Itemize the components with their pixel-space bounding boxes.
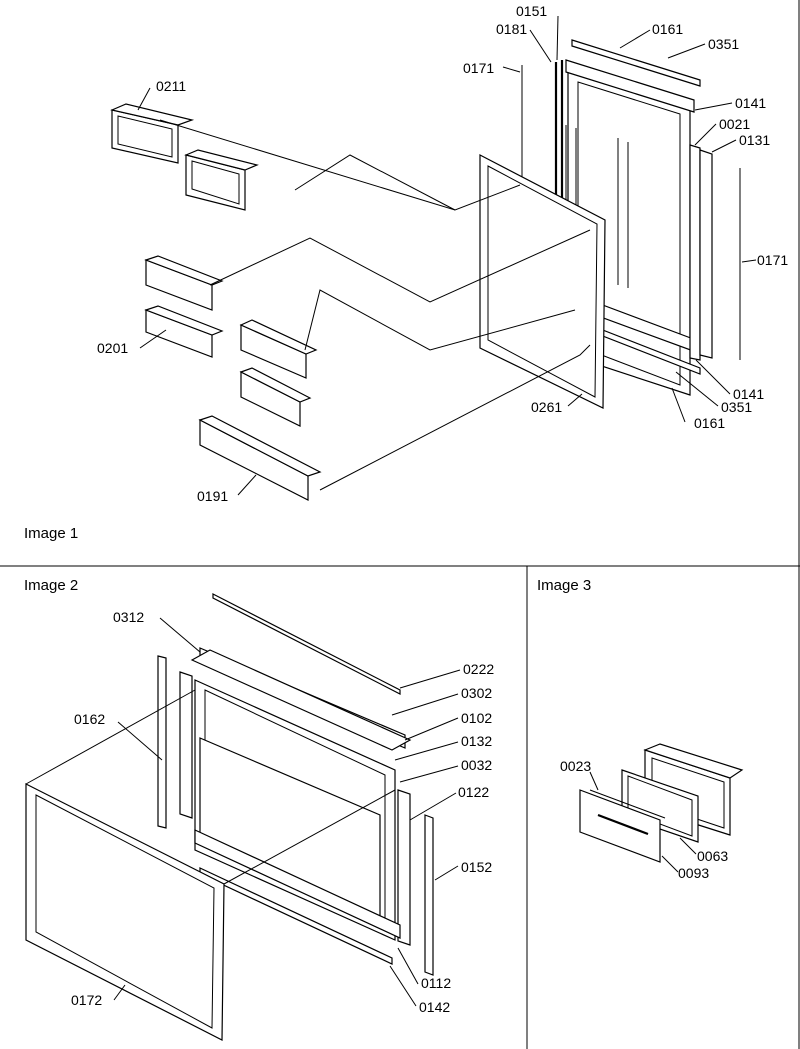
- bin-small-b: [239, 367, 312, 427]
- callout-0171-right: 0171: [757, 252, 788, 268]
- callout-0112: 0112: [421, 975, 451, 991]
- callout-0261: 0261: [531, 399, 562, 415]
- callout-0351-top: 0351: [708, 36, 739, 52]
- panel-title-image-2: Image 2: [24, 577, 78, 594]
- bin-0191: [198, 415, 322, 501]
- callout-0222: 0222: [463, 661, 494, 677]
- bin-0201-a: [144, 255, 224, 311]
- strip-0152: [424, 814, 434, 976]
- callout-0172: 0172: [71, 992, 102, 1008]
- cover-0023: [579, 789, 661, 863]
- callout-0162: 0162: [74, 711, 105, 727]
- image-1-drawing: [110, 15, 757, 501]
- callout-0023: 0023: [560, 758, 591, 774]
- bin-0211-a: [110, 103, 195, 164]
- callout-0171-left: 0171: [463, 60, 494, 76]
- guide-lines: [159, 119, 591, 491]
- image-3-drawing: [579, 743, 744, 873]
- side-0131: [689, 144, 701, 361]
- callout-0151: 0151: [516, 3, 547, 19]
- bin-0201-b: [144, 305, 224, 358]
- door-gasket-0261: [479, 154, 606, 409]
- callout-0211: 0211: [156, 78, 186, 94]
- bin-0211-b: [184, 149, 259, 211]
- image-2-labels: 0312 0222 0302 0102 0162 0132 0032 0122 …: [71, 609, 494, 1015]
- callout-0161-bottom: 0161: [694, 415, 725, 431]
- leaders-image-3: [589, 771, 697, 873]
- top-strip-0161: [571, 39, 701, 87]
- callout-0201: 0201: [97, 340, 128, 356]
- callout-0063: 0063: [697, 848, 728, 864]
- image-1-labels: 0151 0181 0161 0351 0171 0211 0141 0021 …: [97, 3, 788, 504]
- callout-0122: 0122: [458, 784, 489, 800]
- frame-0093: [621, 769, 699, 843]
- callout-0093: 0093: [678, 865, 709, 881]
- door-gasket-0172: [25, 783, 225, 1041]
- callout-0102: 0102: [461, 710, 492, 726]
- callout-0141-top: 0141: [735, 95, 766, 111]
- top-channel: [565, 59, 695, 113]
- callout-0161-top: 0161: [652, 21, 683, 37]
- bin-small-a: [239, 319, 318, 379]
- panel-title-image-3: Image 3: [537, 577, 591, 594]
- callout-0142: 0142: [419, 999, 450, 1015]
- panel-title-image-1: Image 1: [24, 525, 78, 542]
- callout-0152: 0152: [461, 859, 492, 875]
- callout-0032: 0032: [461, 757, 492, 773]
- strip-0162: [157, 655, 167, 829]
- image-3-labels: 0023 0063 0093: [560, 758, 728, 881]
- callout-0191: 0191: [197, 488, 228, 504]
- callout-0181: 0181: [496, 21, 527, 37]
- leaders-image-2: [113, 617, 461, 1007]
- callout-0132: 0132: [461, 733, 492, 749]
- callout-0021: 0021: [719, 116, 750, 132]
- callout-0131: 0131: [739, 132, 770, 148]
- channel-0112: [194, 829, 401, 939]
- callout-0302: 0302: [461, 685, 492, 701]
- callout-0351-bottom: 0351: [721, 399, 752, 415]
- callout-0312: 0312: [113, 609, 144, 625]
- strip-0222: [212, 593, 401, 695]
- image-2-drawing: [25, 593, 461, 1041]
- callout-0141-bottom: 0141: [733, 386, 764, 402]
- leaders-image-1: [137, 15, 757, 496]
- strip-0122: [397, 789, 411, 946]
